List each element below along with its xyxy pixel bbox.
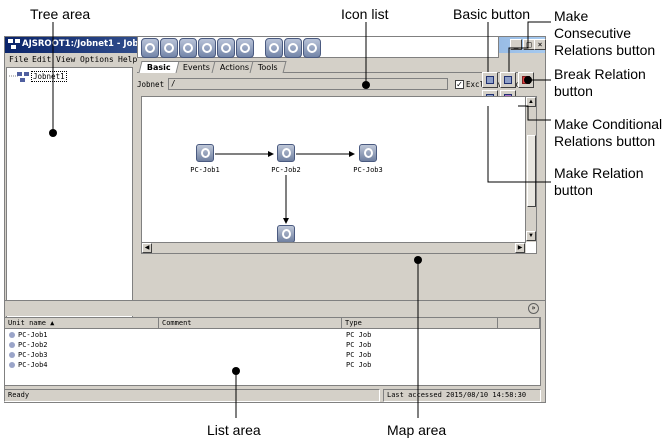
break-relation-icon (522, 76, 530, 84)
list-cell-type: PC Job (346, 331, 372, 339)
column-header-type[interactable]: Type (342, 318, 498, 329)
consecutive-relation-icon (504, 76, 512, 84)
map-area[interactable]: PC-Job1 PC-Job2 PC-Job3 PC-Job4 ▲ ▼ ◀ ▶ (141, 96, 537, 255)
map-vertical-scrollbar[interactable]: ▲ ▼ (525, 97, 536, 242)
list-row[interactable]: PC-Job4 PC Job (5, 360, 540, 370)
pane-splitter[interactable] (5, 300, 545, 316)
last-accessed-text: Last accessed 2015/08/10 14:58:30 (383, 389, 541, 402)
jobnet-label: Jobnet : (137, 80, 174, 89)
job-icon-custom[interactable] (284, 38, 302, 58)
list-cell-type: PC Job (346, 361, 372, 369)
tab-actions-label: Actions (219, 63, 250, 72)
cursor-icon (486, 76, 494, 84)
tree-area[interactable]: Jobnet1 (6, 67, 133, 329)
status-bar: Ready Last accessed 2015/08/10 14:58:30 (4, 389, 541, 402)
scroll-right-icon[interactable]: ▶ (515, 243, 525, 253)
basic-button[interactable] (482, 72, 498, 88)
callout-consecutive-line3: Relations button (554, 42, 656, 58)
collapse-icon[interactable]: » (528, 303, 539, 314)
job-icon-event[interactable] (303, 38, 321, 58)
list-row[interactable]: PC-Job2 PC Job (5, 340, 540, 350)
list-cell-name: PC-Job4 (18, 361, 48, 369)
map-job-label: PC-Job3 (353, 166, 383, 174)
callout-make-relation-line1: Make Relation (554, 165, 644, 181)
callout-consecutive-line2: Consecutive (554, 25, 632, 41)
list-cell-name: PC-Job2 (18, 341, 48, 349)
close-button[interactable]: × (534, 39, 546, 50)
make-consecutive-relations-button[interactable] (500, 72, 516, 88)
callout-consecutive-line1: Make (554, 8, 589, 24)
tab-basic[interactable]: Basic (138, 61, 180, 73)
relation-lines (215, 151, 355, 224)
pc-job-icon (277, 225, 295, 243)
menu-view[interactable]: View (56, 55, 76, 64)
status-text: Ready (4, 389, 380, 402)
column-header-comment[interactable]: Comment (159, 318, 342, 329)
app-icon (8, 39, 20, 49)
column-header-extra (498, 318, 540, 329)
exclusive-edit-checkbox[interactable]: ✓ (455, 80, 464, 89)
tab-basic-label: Basic (146, 63, 171, 72)
scroll-left-icon[interactable]: ◀ (142, 243, 152, 253)
minimize-button[interactable]: _ (510, 39, 522, 50)
job-icon-flag[interactable] (265, 38, 283, 58)
tab-events-label: Events (182, 63, 210, 72)
scroll-down-icon[interactable]: ▼ (526, 231, 536, 241)
callout-break-line1: Break Relation (554, 66, 646, 82)
callout-tree-area: Tree area (30, 6, 91, 22)
map-job-label: PC-Job1 (190, 166, 220, 174)
map-horizontal-scrollbar[interactable]: ◀ ▶ (142, 242, 526, 253)
map-job-label: PC-Job2 (271, 166, 301, 174)
job-icon-unix[interactable] (141, 38, 159, 58)
list-cell-type: PC Job (346, 351, 372, 359)
menu-file[interactable]: File (9, 55, 29, 64)
pc-job-icon (359, 144, 377, 162)
jobnet-path-field: / (168, 78, 448, 90)
callout-conditional-line2: Relations button (554, 133, 656, 149)
list-area[interactable]: Unit name ▲ Comment Type PC-Job1 PC Job … (4, 317, 541, 386)
list-cell-name: PC-Job3 (18, 351, 48, 359)
vertical-scroll-thumb[interactable] (527, 135, 536, 207)
tab-baseline (137, 72, 534, 73)
callout-list-area: List area (207, 422, 261, 438)
job-icon-remote[interactable] (217, 38, 235, 58)
job-status-icon (9, 352, 15, 358)
map-job-pc-job2[interactable]: PC-Job2 (256, 144, 316, 174)
map-job-pc-job1[interactable]: PC-Job1 (175, 144, 235, 174)
job-status-icon (9, 342, 15, 348)
callout-map-area: Map area (387, 422, 447, 438)
scroll-up-icon[interactable]: ▲ (526, 97, 536, 107)
map-job-pc-job3[interactable]: PC-Job3 (338, 144, 398, 174)
menu-edit[interactable]: Edit (32, 55, 52, 64)
tree-node-jobnet1[interactable]: Jobnet1 (31, 71, 67, 82)
list-row[interactable]: PC-Job3 PC Job (5, 350, 540, 360)
callout-conditional-line1: Make Conditional (554, 116, 663, 132)
job-icon-pc[interactable] (160, 38, 178, 58)
callout-make-relation-line2: button (554, 182, 593, 198)
job-status-icon (9, 332, 15, 338)
menu-options[interactable]: Options (80, 55, 114, 64)
callout-icon-list: Icon list (341, 6, 389, 22)
list-row[interactable]: PC-Job1 PC Job (5, 330, 540, 340)
jobnet-node-icon (17, 72, 29, 82)
menu-bar: File Edit View Options Help (5, 53, 545, 67)
job-status-icon (9, 362, 15, 368)
list-cell-name: PC-Job1 (18, 331, 48, 339)
column-header-unit-name[interactable]: Unit name ▲ (5, 318, 159, 329)
list-cell-type: PC Job (346, 341, 372, 349)
tab-tools[interactable]: Tools (249, 61, 287, 73)
menu-help[interactable]: Help (118, 55, 138, 64)
break-relation-button[interactable] (518, 72, 534, 88)
job-icon-queue[interactable] (179, 38, 197, 58)
pc-job-icon (196, 144, 214, 162)
callout-basic-button: Basic button (453, 6, 531, 22)
job-icon-judgment[interactable] (236, 38, 254, 58)
job-icon-jobnet[interactable] (198, 38, 216, 58)
pc-job-icon (277, 144, 295, 162)
callout-break-line2: button (554, 83, 593, 99)
tab-tools-label: Tools (257, 63, 278, 72)
